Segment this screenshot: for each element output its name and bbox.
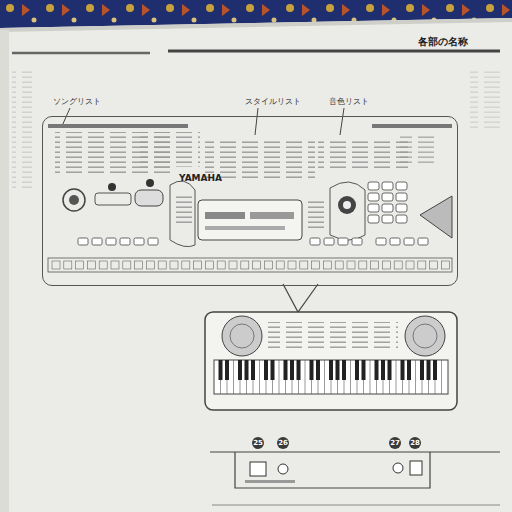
callout-number: 27 xyxy=(389,437,401,449)
callout-number: 28 xyxy=(409,437,421,449)
list-label: ソングリスト xyxy=(52,97,102,107)
list-label: 音色リスト xyxy=(328,97,370,107)
callout-number: 25 xyxy=(252,437,264,449)
page-heading: 各部の名称 xyxy=(418,35,468,49)
list-label: スタイルリスト xyxy=(244,97,302,107)
callout-number: 26 xyxy=(277,437,289,449)
brand-logo: YAMAHA xyxy=(179,173,222,183)
control-panel: YAMAHA xyxy=(42,116,458,286)
